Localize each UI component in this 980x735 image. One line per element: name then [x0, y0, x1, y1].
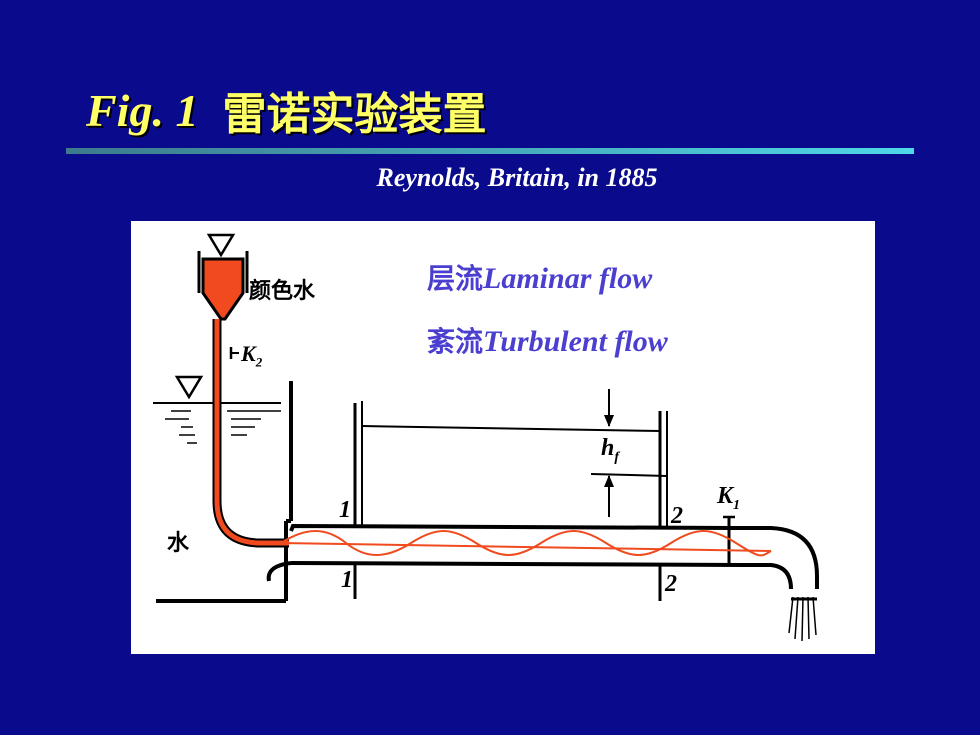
water-label: 水 [167, 531, 190, 556]
valve-k1 [723, 515, 735, 565]
valve-k2 [229, 347, 239, 359]
section-2-top-label: 2 [671, 503, 683, 529]
piezometer-2 [590, 411, 668, 601]
title-underline [66, 148, 914, 154]
subtitle: Reynolds, Britain, in 1885 [376, 163, 658, 192]
legend-turbulent: 紊流Turbulent flow [427, 320, 668, 360]
legend-laminar: 层流Laminar flow [427, 257, 652, 297]
legend-laminar-en: Laminar flow [483, 262, 653, 295]
test-pipe [266, 523, 819, 590]
outflow-jet [788, 596, 817, 642]
reynolds-apparatus-figure: 层流Laminar flow 紊流Turbulent flow 颜色水 水 K2… [131, 221, 875, 654]
dye-tube [212, 319, 289, 548]
title-chinese: 雷诺实验装置 [222, 89, 487, 140]
section-2-bottom-label: 2 [665, 571, 677, 597]
section-1-bottom-label: 1 [341, 567, 353, 593]
piezometer-1 [353, 401, 662, 599]
head-loss-arrows [604, 389, 614, 517]
laminar-streak [280, 542, 772, 552]
dye-reservoir [197, 233, 249, 321]
dye-water-label: 颜色水 [249, 279, 316, 304]
head-loss-label: hf [601, 435, 620, 465]
tank-level-triangle-icon [174, 375, 204, 400]
apparatus-drawing [153, 233, 819, 642]
slide-title: Fig. 1 雷诺实验装置 [86, 80, 487, 141]
water-level-triangle-icon [206, 233, 236, 258]
legend-laminar-cn: 层流 [427, 262, 484, 295]
valve-k1-label: K1 [717, 483, 741, 513]
legend-turbulent-cn: 紊流 [427, 325, 484, 358]
section-1-top-label: 1 [339, 497, 351, 523]
legend-turbulent-en: Turbulent flow [483, 325, 668, 358]
water-tank [153, 375, 293, 603]
figure-number: Fig. 1 [86, 84, 199, 136]
valve-k2-label: K2 [241, 341, 263, 370]
turbulent-streak [280, 530, 772, 557]
